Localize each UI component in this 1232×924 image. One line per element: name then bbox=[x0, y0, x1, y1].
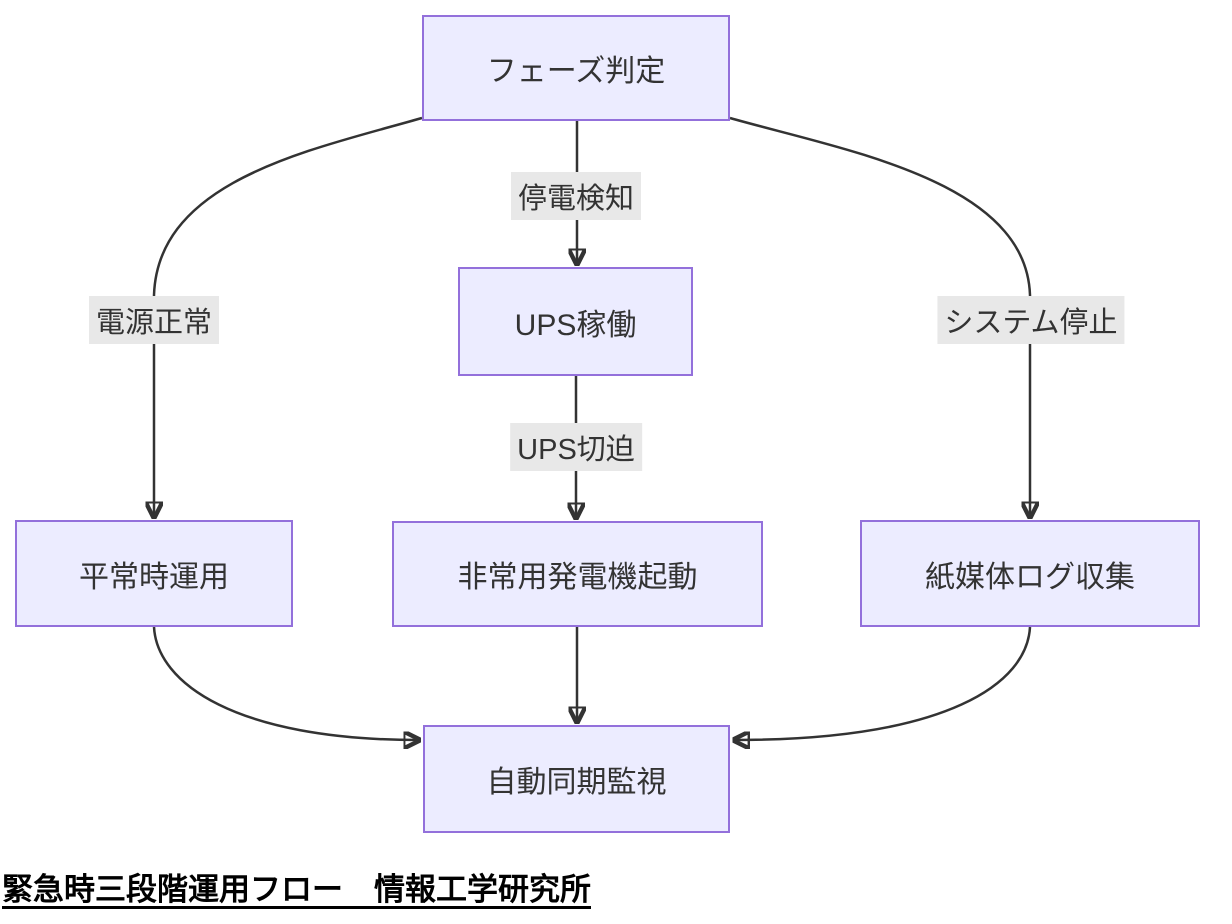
node-auto-sync-monitoring: 自動同期監視 bbox=[423, 725, 730, 833]
node-emergency-generator: 非常用発電機起動 bbox=[392, 521, 763, 627]
node-ups-running: UPS稼働 bbox=[458, 267, 693, 376]
edge-label-ups-critical: UPS切迫 bbox=[510, 423, 642, 471]
node-normal-operation: 平常時運用 bbox=[15, 520, 293, 627]
edge-paper-to-sync bbox=[734, 626, 1032, 740]
node-paper-log-collection-label: 紙媒体ログ収集 bbox=[925, 560, 1135, 594]
node-phase-decision-label: フェーズ判定 bbox=[486, 55, 666, 88]
node-phase-decision: フェーズ判定 bbox=[422, 15, 730, 121]
node-paper-log-collection: 紙媒体ログ収集 bbox=[860, 520, 1200, 627]
edge-label-blackout-detected: 停電検知 bbox=[510, 172, 642, 220]
edge-phase-to-normal bbox=[154, 116, 423, 517]
node-auto-sync-monitoring-label: 自動同期監視 bbox=[486, 766, 667, 799]
diagram-caption: 緊急時三段階運用フロー 情報工学研究所 bbox=[2, 872, 591, 907]
node-normal-operation-label: 平常時運用 bbox=[79, 560, 229, 594]
edge-normal-to-sync bbox=[152, 626, 419, 740]
edge-label-power-normal: 電源正常 bbox=[88, 296, 220, 344]
node-ups-running-label: UPS稼働 bbox=[514, 308, 637, 342]
node-emergency-generator-label: 非常用発電機起動 bbox=[457, 561, 698, 594]
edge-phase-to-paper bbox=[729, 116, 1030, 517]
edge-label-system-stop: システム停止 bbox=[937, 296, 1125, 344]
